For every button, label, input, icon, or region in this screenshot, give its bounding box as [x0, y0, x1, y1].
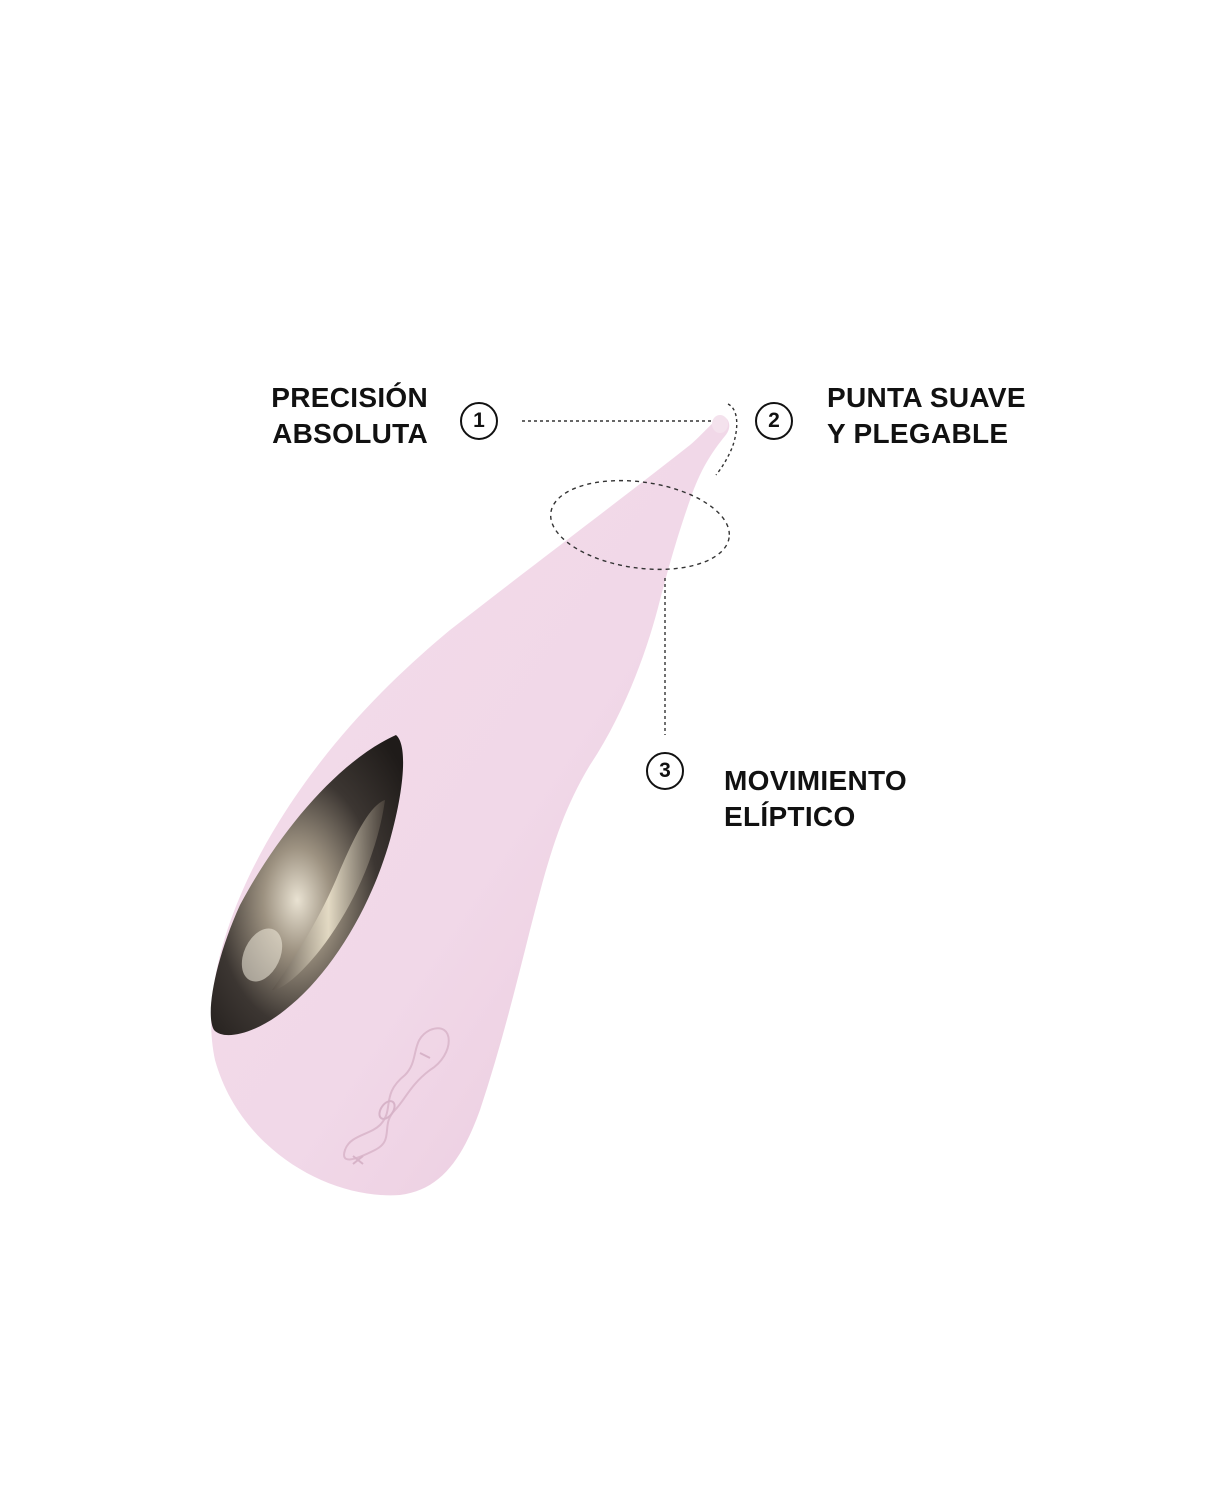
callout-ellipse-3	[549, 479, 731, 571]
feature-1-number-badge: 1	[460, 402, 498, 440]
device-body	[211, 416, 730, 1196]
feature-1-label: PRECISIÓN ABSOLUTA	[271, 382, 428, 449]
metal-highlight	[272, 800, 385, 990]
metal-reflection	[241, 928, 283, 982]
control-panel	[343, 1027, 450, 1161]
callout-arc-2	[715, 403, 738, 476]
feature-2-number-badge: 2	[755, 402, 793, 440]
feature-2-label: PUNTA SUAVE Y PLEGABLE	[827, 382, 1026, 449]
soft-tip	[712, 415, 728, 433]
function-button-icon	[378, 1100, 396, 1120]
feature-3-label: MOVIMIENTO ELÍPTICO	[724, 765, 907, 832]
feature-3-number-badge: 3	[646, 752, 684, 790]
minus-button-icon	[419, 1052, 431, 1059]
control-buttons	[352, 1052, 431, 1165]
